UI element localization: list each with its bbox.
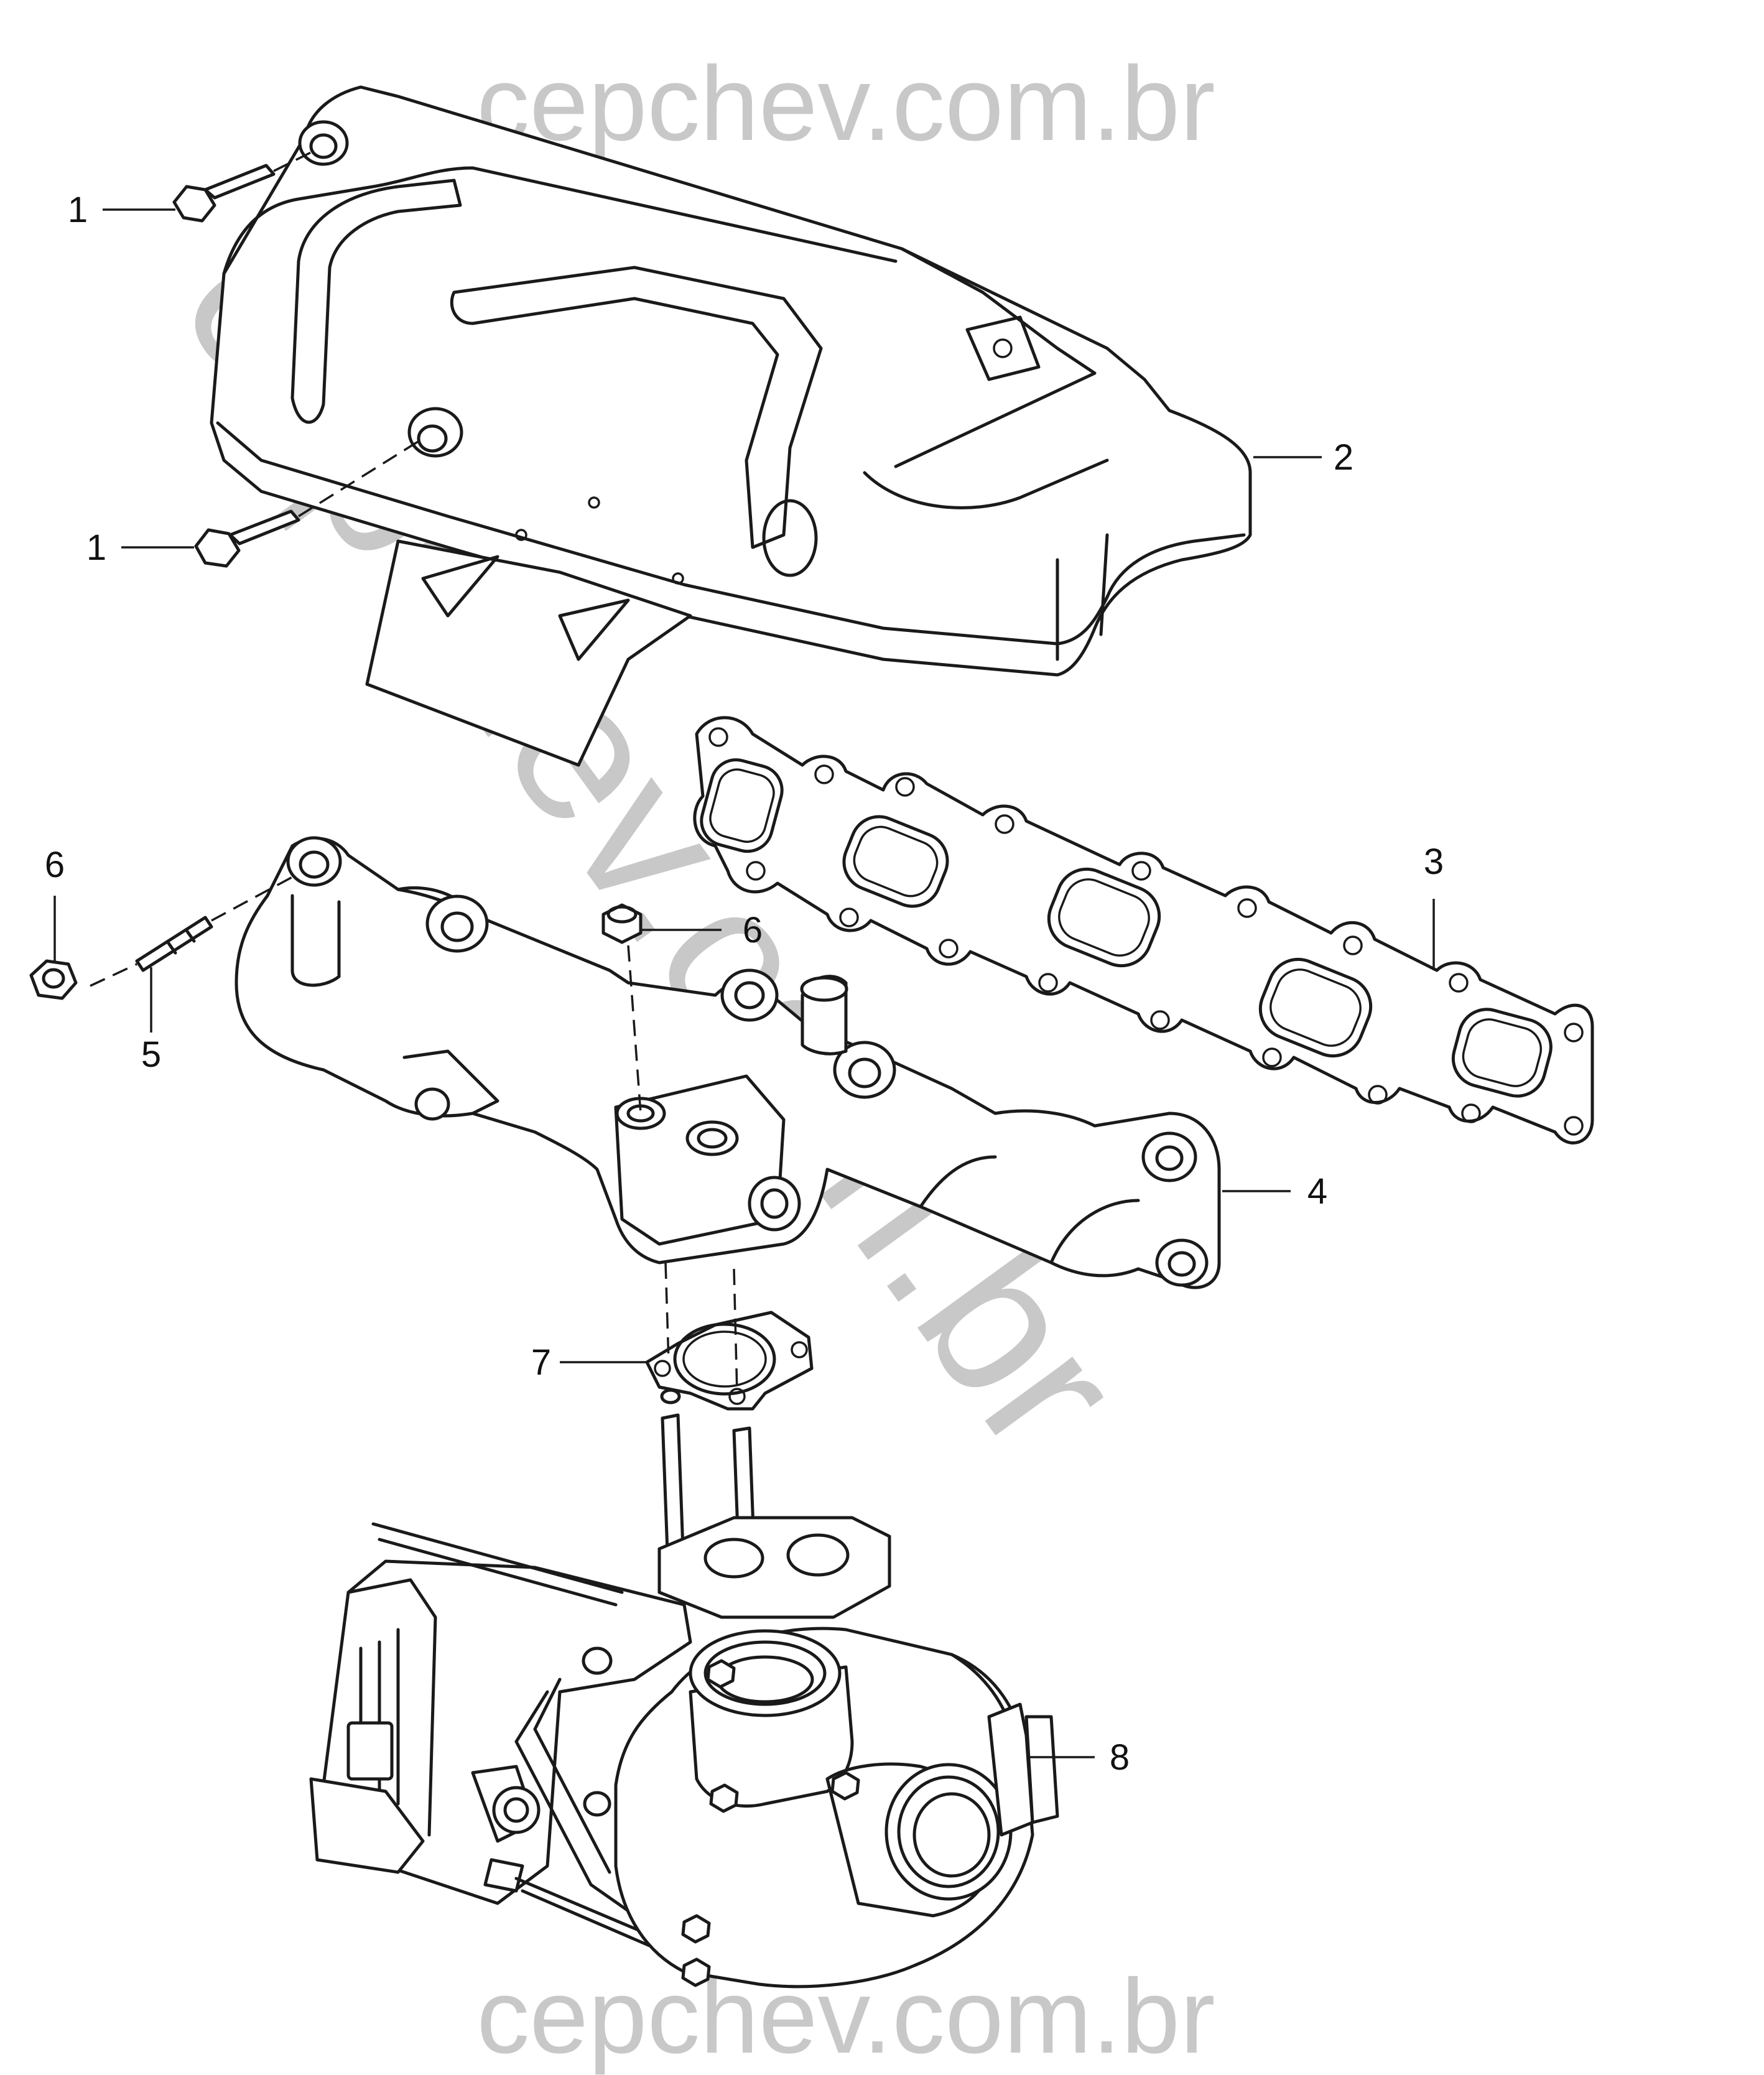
nut-stud bbox=[29, 959, 78, 1000]
manifold-gasket bbox=[693, 716, 1594, 1144]
callout-6-stud-nut: 6 bbox=[45, 845, 65, 885]
heat-shield bbox=[210, 85, 1252, 767]
bolt-upper bbox=[172, 148, 318, 223]
callout-1-upper: 1 bbox=[68, 190, 88, 230]
leader-lines bbox=[53, 208, 1435, 1758]
exhaust-manifold bbox=[234, 836, 1221, 1289]
callout-7: 7 bbox=[531, 1342, 551, 1383]
turbo-gasket bbox=[645, 1262, 814, 1411]
callout-8: 8 bbox=[1110, 1737, 1130, 1778]
nut-manifold bbox=[601, 903, 643, 1114]
stud bbox=[90, 876, 293, 987]
turbocharger bbox=[309, 1388, 1059, 1989]
callout-6-manifold-nut: 6 bbox=[743, 910, 763, 950]
callout-5: 5 bbox=[141, 1034, 161, 1075]
callout-2: 2 bbox=[1334, 437, 1353, 478]
callout-4: 4 bbox=[1307, 1171, 1327, 1212]
watermark-top: cepchev.com.br bbox=[476, 45, 1215, 163]
callout-3: 3 bbox=[1424, 842, 1444, 882]
callout-1-lower: 1 bbox=[86, 527, 106, 568]
bolt-lower bbox=[194, 437, 424, 568]
